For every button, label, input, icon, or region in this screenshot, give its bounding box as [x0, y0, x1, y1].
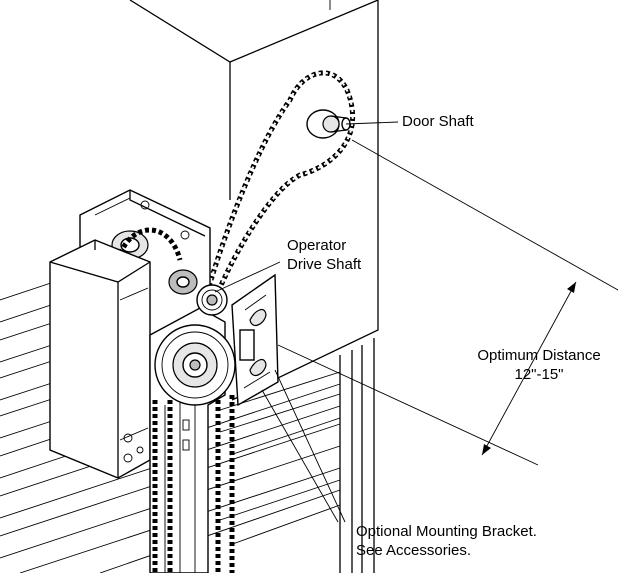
operator-drive-shaft-label-line1: Operator [287, 237, 347, 254]
optimum-distance-label-line1: Optimum Distance [477, 347, 601, 364]
dimension-arrow-top [567, 282, 576, 293]
operator-drive-shaft-label: Operator Drive Shaft [287, 236, 361, 274]
optimum-distance-dimension [277, 139, 618, 466]
operator-drive-shaft-label-line2: Drive Shaft [287, 256, 362, 273]
motor-assembly [111, 227, 198, 295]
optimum-distance-label: Optimum Distance 12"-15" [468, 346, 610, 384]
operator-drive-sprocket [196, 284, 228, 316]
optimum-distance-label-line2: 12"-15" [514, 366, 564, 383]
door-shaft [306, 109, 351, 139]
mounting-bracket-label: Optional Mounting Bracket. See Accessori… [356, 522, 537, 560]
door-shaft-label: Door Shaft [402, 113, 474, 130]
mounting-bracket-label-line2: See Accessories. [356, 542, 472, 559]
leader-lines [214, 121, 399, 523]
hand-chains [152, 395, 235, 573]
operator-housing [49, 239, 151, 479]
wall-jamb [129, 0, 379, 573]
mounting-bracket-label-line1: Optional Mounting Bracket. [356, 523, 537, 540]
hand-chain-wheel [154, 324, 236, 406]
mounting-bracket [231, 273, 279, 407]
door-chain [202, 70, 356, 301]
dimension-arrow-bottom [482, 444, 491, 455]
